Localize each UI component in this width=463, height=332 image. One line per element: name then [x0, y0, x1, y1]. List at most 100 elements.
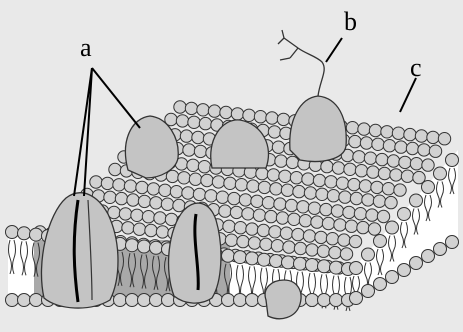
- phospholipid-head: [325, 176, 337, 188]
- phospholipid-head: [339, 191, 351, 203]
- phospholipid-head: [234, 294, 247, 307]
- phospholipid-head: [290, 172, 302, 184]
- phospholipid-head: [30, 294, 43, 307]
- phospholipid-head: [138, 240, 151, 253]
- phospholipid-head: [159, 184, 171, 196]
- phospholipid-head: [90, 176, 102, 188]
- phospholipid-head: [133, 223, 145, 235]
- phospholipid-head: [422, 250, 435, 263]
- phospholipid-head: [399, 156, 411, 168]
- phospholipid-head: [334, 219, 346, 231]
- phospholipid-head: [256, 167, 268, 179]
- phospholipid-head: [381, 126, 393, 138]
- phospholipid-head: [136, 181, 148, 193]
- phospholipid-head: [438, 133, 450, 145]
- phospholipid-head: [192, 131, 204, 143]
- phospholipid-head: [212, 176, 224, 188]
- phospholipid-head: [268, 126, 280, 138]
- phospholipid-head: [270, 183, 282, 195]
- phospholipid-head: [142, 211, 154, 223]
- phospholipid-head: [369, 124, 381, 136]
- phospholipid-head: [394, 184, 406, 196]
- phospholipid-head: [330, 294, 343, 307]
- phospholipid-head: [222, 249, 235, 262]
- phospholipid-head: [258, 181, 270, 193]
- phospholipid-head: [230, 206, 242, 218]
- phospholipid-head: [247, 180, 259, 192]
- phospholipid-head: [162, 294, 175, 307]
- phospholipid-head: [404, 128, 416, 140]
- phospholipid-head: [243, 109, 255, 121]
- phospholipid-head: [377, 210, 389, 222]
- phospholipid-head: [275, 155, 287, 167]
- phospholipid-head: [269, 226, 281, 238]
- phospholipid-head: [350, 262, 363, 275]
- phospholipid-head: [372, 138, 384, 150]
- phospholipid-head: [279, 170, 291, 182]
- phospholipid-head: [327, 190, 339, 202]
- phospholipid-head: [150, 241, 163, 254]
- phospholipid-head: [318, 260, 331, 273]
- phospholipid-head: [410, 194, 423, 207]
- phospholipid-head: [308, 202, 320, 214]
- phospholipid-head: [385, 196, 397, 208]
- phospholipid-head: [193, 188, 205, 200]
- phospholipid-head: [219, 205, 231, 217]
- phospholipid-head: [228, 192, 240, 204]
- phospholipid-head: [124, 180, 136, 192]
- phospholipid-head: [313, 174, 325, 186]
- phospholipid-head: [364, 152, 376, 164]
- phospholipid-head: [237, 235, 249, 247]
- phospholipid-head: [294, 242, 306, 254]
- phospholipid-head: [367, 166, 379, 178]
- phospholipid-head: [288, 213, 300, 225]
- phospholipid-head: [283, 241, 295, 253]
- phospholipid-head: [231, 108, 243, 120]
- phospholipid-head: [138, 294, 151, 307]
- phospholipid-head: [358, 123, 370, 135]
- phospholipid-head: [338, 234, 350, 246]
- phospholipid-head: [30, 228, 43, 241]
- phospholipid-head: [189, 173, 201, 185]
- phospholipid-head: [282, 256, 295, 269]
- phospholipid-head: [265, 210, 277, 222]
- phospholipid-head: [434, 167, 447, 180]
- phospholipid-head: [406, 142, 418, 154]
- phospholipid-head: [180, 130, 192, 142]
- phospholipid-head: [147, 183, 159, 195]
- phospholipid-head: [187, 159, 199, 171]
- phospholipid-head: [418, 144, 430, 156]
- phospholipid-head: [246, 252, 259, 265]
- phospholipid-head: [262, 197, 274, 209]
- phospholipid-head: [322, 217, 334, 229]
- phospholipid-head: [126, 294, 139, 307]
- phospholipid-head: [383, 140, 395, 152]
- phospholipid-head: [272, 141, 284, 153]
- phospholipid-head: [122, 222, 134, 234]
- phospholipid-head: [410, 257, 423, 270]
- phospholipid-head: [113, 179, 125, 191]
- phospholipid-head: [306, 259, 319, 272]
- phospholipid-head: [138, 195, 150, 207]
- phospholipid-head: [154, 212, 166, 224]
- phospholipid-head: [317, 245, 329, 257]
- phospholipid-head: [386, 221, 399, 234]
- phospholipid-head: [6, 226, 19, 239]
- phospholipid-head: [415, 130, 427, 142]
- phospholipid-head: [6, 294, 19, 307]
- phospholipid-head: [220, 106, 232, 118]
- phospholipid-head: [197, 104, 209, 116]
- phospholipid-head: [336, 177, 348, 189]
- phospholipid-head: [376, 153, 388, 165]
- phospholipid-head: [109, 163, 121, 175]
- inner-peripheral-protein: [265, 280, 301, 319]
- phospholipid-head: [253, 209, 265, 221]
- phospholipid-head: [258, 253, 271, 266]
- phospholipid-head: [344, 163, 356, 175]
- phospholipid-head: [234, 222, 246, 234]
- phospholipid-head: [359, 180, 371, 192]
- phospholipid-head: [251, 195, 263, 207]
- phospholipid-head: [235, 179, 247, 191]
- phospholipid-head: [297, 201, 309, 213]
